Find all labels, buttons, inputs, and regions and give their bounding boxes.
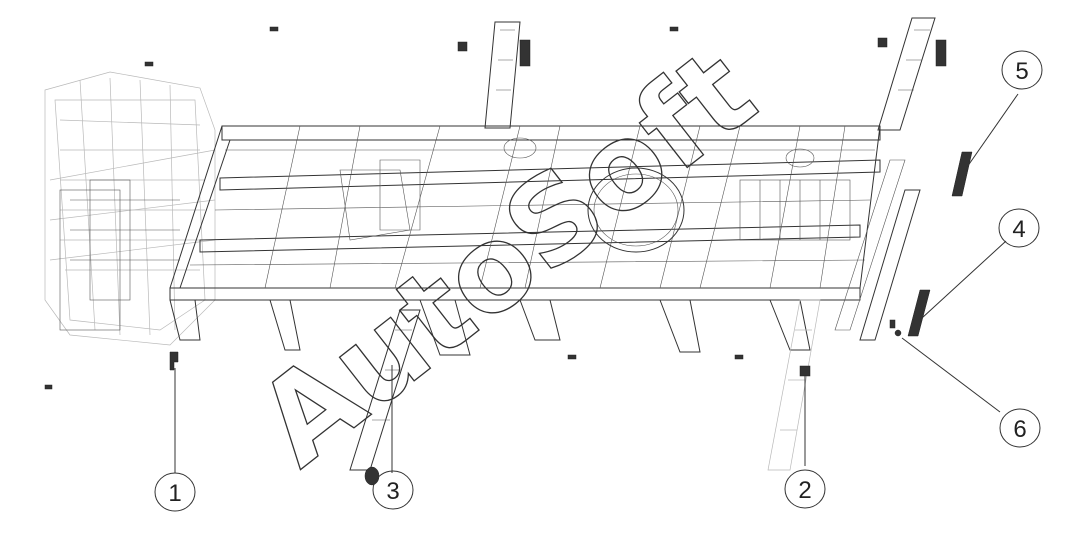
leader-lines bbox=[174, 93, 1019, 473]
outrigger-arms bbox=[349, 17, 947, 486]
callout-1-label: 1 bbox=[168, 480, 181, 507]
part-1-bolt bbox=[169, 351, 179, 371]
part-6-bolt bbox=[894, 329, 902, 337]
callout-1: 1 bbox=[154, 472, 196, 512]
callout-4-label: 4 bbox=[1012, 216, 1025, 243]
callout-3-label: 3 bbox=[386, 478, 399, 505]
cab-ghost-outline bbox=[44, 71, 216, 346]
part-2-bolt bbox=[799, 365, 811, 466]
part-5-pad bbox=[951, 151, 973, 197]
chassis-frame bbox=[169, 125, 881, 356]
callout-5-label: 5 bbox=[1015, 58, 1028, 85]
callout-6: 6 bbox=[999, 408, 1041, 448]
callout-4: 4 bbox=[998, 208, 1040, 248]
loose-hardware bbox=[44, 26, 896, 390]
watermark-text: AutoSoft bbox=[232, 22, 779, 492]
side-rails-right bbox=[834, 159, 921, 341]
part-4-pad bbox=[907, 289, 931, 337]
callout-6-label: 6 bbox=[1013, 416, 1026, 443]
callout-5: 5 bbox=[1001, 50, 1043, 90]
callout-2-label: 2 bbox=[798, 477, 811, 504]
callout-2: 2 bbox=[784, 469, 826, 509]
callout-3: 3 bbox=[372, 470, 414, 510]
